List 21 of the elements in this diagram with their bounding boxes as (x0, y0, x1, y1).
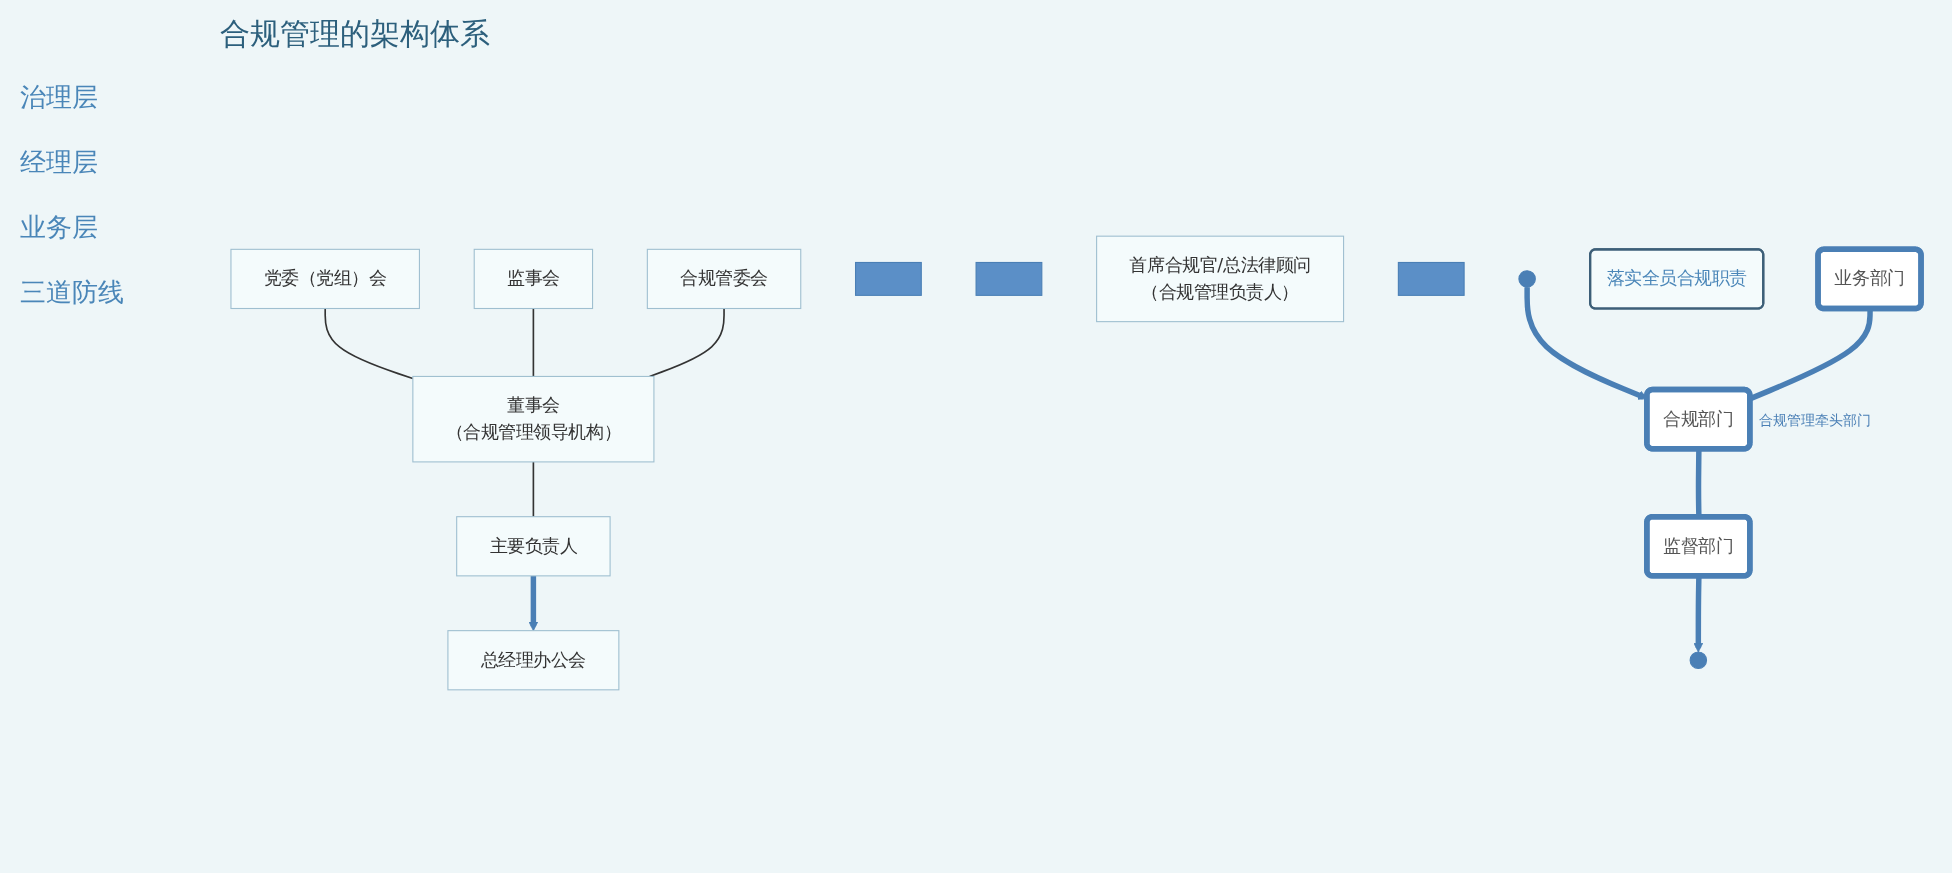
node-box: 主要负责人 (456, 516, 611, 577)
arrow (1693, 576, 1704, 653)
node-box: 首席合规官/总法律顾问 （合规管理负责人） (1096, 235, 1345, 323)
node-box: 党委（党组）会 (230, 248, 420, 310)
connector (648, 307, 725, 378)
node-box (975, 261, 1043, 296)
node-box: 总经理办公会 (447, 630, 620, 691)
layer-label: 业务层 (20, 211, 99, 244)
layer-label: 经理层 (20, 146, 99, 179)
connector (532, 307, 535, 378)
node-box: 监事会 (473, 248, 594, 310)
layer-label: 治理层 (20, 81, 99, 114)
slide-title: 合规管理的架构体系 (220, 15, 491, 53)
node-box (855, 261, 922, 296)
layer-label: 三道防线 (20, 276, 125, 309)
node-box: 合规管委会 (646, 248, 802, 310)
node-box (1397, 261, 1465, 296)
connector (532, 461, 535, 518)
node-caption: 合规管理牵头部门 (1758, 411, 1871, 428)
arrow (528, 575, 539, 632)
node-box: 董事会 （合规管理领导机构） (412, 375, 655, 463)
